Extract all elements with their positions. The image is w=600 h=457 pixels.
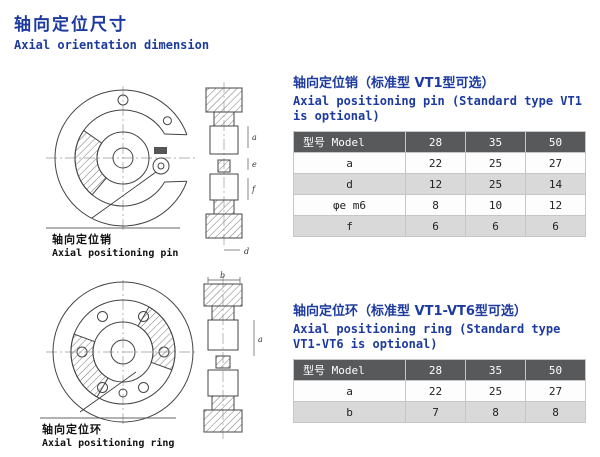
table-cell: d xyxy=(293,173,406,195)
ring-drawing-label: 轴向定位环 Axial positioning ring xyxy=(42,421,174,449)
table-cell: φe m6 xyxy=(293,194,406,216)
table-cell: 14 xyxy=(525,173,586,195)
table-cell: 10 xyxy=(465,194,526,216)
ring-spec-table: 型号 Model 28 35 50 a 22 25 27 b 7 8 8 xyxy=(293,359,586,423)
table-cell: a xyxy=(293,152,406,174)
dim-label-a: a xyxy=(252,133,257,142)
table-cell: 22 xyxy=(405,380,466,402)
dim-label-f: f xyxy=(251,185,257,194)
table-cell: 27 xyxy=(525,152,586,174)
table-cell: 25 xyxy=(465,152,526,174)
section-heading-en-line1: Axial positioning ring (Standard type xyxy=(293,322,561,336)
centerlines xyxy=(46,82,225,246)
table-header-cell: 50 xyxy=(525,131,586,153)
section-heading-zh: 轴向定位环（标准型 VT1-VT6型可选） xyxy=(293,304,527,319)
table-cell: 22 xyxy=(405,152,466,174)
table-header-cell: 50 xyxy=(525,359,586,381)
ring-side-view xyxy=(203,283,243,433)
page-header: 轴向定位尺寸 Axial orientation dimension xyxy=(14,10,209,52)
ring-dimension-lines xyxy=(207,277,255,356)
table-cell: 6 xyxy=(405,215,466,237)
table-header-row: 型号 Model 28 35 50 xyxy=(293,131,586,153)
ring-label-en: Axial positioning ring xyxy=(42,438,175,449)
table-cell: 27 xyxy=(525,380,586,402)
table-cell: 12 xyxy=(525,194,586,216)
ring-label-leader-line xyxy=(40,371,176,419)
table-header-model: 型号 Model xyxy=(293,359,406,381)
pin-spec-table: 型号 Model 28 35 50 a 22 25 27 d 12 25 14 xyxy=(293,131,586,237)
pin-label-leader-line xyxy=(46,171,180,229)
table-header-cell: 28 xyxy=(405,359,466,381)
table-cell: 12 xyxy=(405,173,466,195)
section-axial-positioning-ring: 轴向定位环（标准型 VT1-VT6型可选） Axial positioning … xyxy=(293,300,586,423)
page-title-en: Axial orientation dimension xyxy=(14,38,210,52)
table-cell: f xyxy=(293,215,406,237)
section-axial-positioning-pin: 轴向定位销（标准型 VT1型可选） Axial positioning pin … xyxy=(293,72,586,237)
section-heading-en-line2: is optional) xyxy=(293,109,380,123)
pin-front-view xyxy=(54,89,188,227)
pin-side-view xyxy=(205,87,243,239)
drawing-axial-positioning-pin: a e f d 轴向定位销 Axial positioning pin xyxy=(28,78,288,270)
dim-label-b: b xyxy=(220,271,225,280)
table-header-model: 型号 Model xyxy=(293,131,406,153)
table-cell: 6 xyxy=(525,215,586,237)
pin-label-en: Axial positioning pin xyxy=(52,248,179,259)
ring-front-view xyxy=(52,281,194,423)
table-cell: 8 xyxy=(465,401,526,423)
section-heading-en-line2: VT1-VT6 is optional) xyxy=(293,337,438,351)
table-row: φe m6 8 10 12 xyxy=(293,194,586,216)
table-header-row: 型号 Model 28 35 50 xyxy=(293,359,586,381)
table-row: d 12 25 14 xyxy=(293,173,586,195)
page-title-zh: 轴向定位尺寸 xyxy=(14,15,128,35)
table-cell: 25 xyxy=(465,173,526,195)
table-cell: 25 xyxy=(465,380,526,402)
table-cell: b xyxy=(293,401,406,423)
table-cell: 8 xyxy=(405,194,466,216)
drawing-axial-positioning-ring: b a 轴向定位环 Axial positioning ring xyxy=(28,270,288,457)
section-heading-zh: 轴向定位销（标准型 VT1型可选） xyxy=(293,76,495,91)
table-header-cell: 35 xyxy=(465,131,526,153)
section-heading-en-line1: Axial positioning pin (Standard type VT1 xyxy=(293,94,582,108)
ring-label-zh: 轴向定位环 xyxy=(42,423,102,436)
pin-dimension-lines xyxy=(224,126,249,251)
table-header-cell: 35 xyxy=(465,359,526,381)
table-row: b 7 8 8 xyxy=(293,401,586,423)
table-row: a 22 25 27 xyxy=(293,152,586,174)
pin-label-zh: 轴向定位销 xyxy=(52,233,112,246)
dim-label-a: a xyxy=(258,335,263,344)
ring-drawing-svg: b a xyxy=(40,271,263,440)
table-cell: 6 xyxy=(465,215,526,237)
dim-label-e: e xyxy=(252,160,257,169)
table-row: f 6 6 6 xyxy=(293,215,586,237)
table-header-cell: 28 xyxy=(405,131,466,153)
dim-label-d: d xyxy=(244,247,249,256)
section-heading-en: Axial positioning ring (Standard type VT… xyxy=(293,322,586,352)
pin-drawing-label: 轴向定位销 Axial positioning pin xyxy=(52,231,178,259)
pin-drawing-svg: a e f d xyxy=(46,82,257,256)
section-heading-en: Axial positioning pin (Standard type VT1… xyxy=(293,94,586,124)
table-cell: a xyxy=(293,380,406,402)
table-cell: 7 xyxy=(405,401,466,423)
table-cell: 8 xyxy=(525,401,586,423)
table-row: a 22 25 27 xyxy=(293,380,586,402)
